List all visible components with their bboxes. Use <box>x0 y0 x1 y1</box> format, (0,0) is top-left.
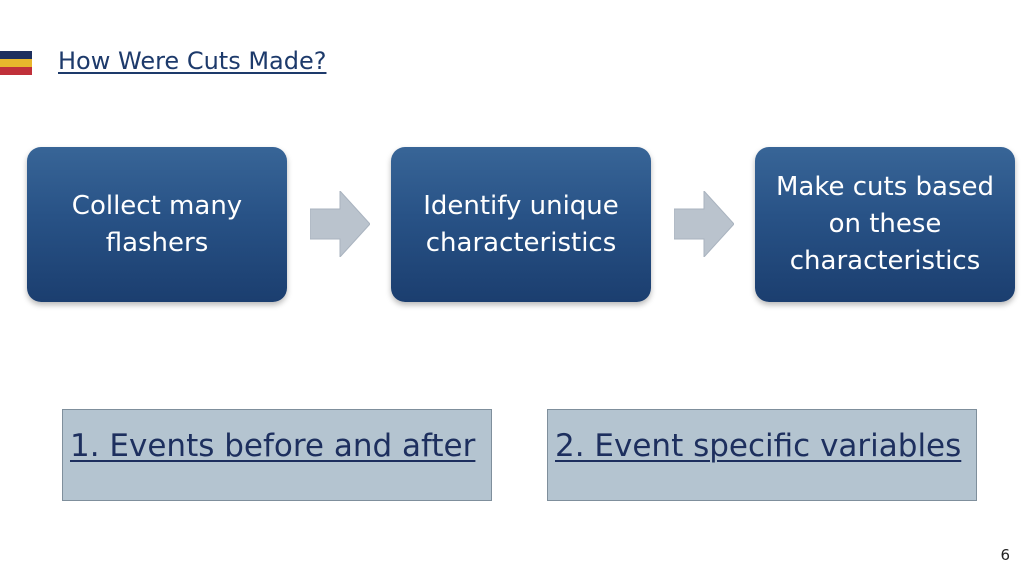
flow-step-label: Identify unique characteristics <box>423 190 619 258</box>
flag-logo <box>0 51 32 75</box>
right-arrow-icon <box>310 191 370 257</box>
criteria-box-event-specific: 2. Event specific variables <box>547 409 977 501</box>
criteria-label[interactable]: 2. Event specific variables <box>555 428 962 464</box>
flow-step-make-cuts: Make cuts based on these characteristics <box>755 147 1015 302</box>
flow-step-label: Collect many flashers <box>71 190 243 258</box>
criteria-box-events-before-after: 1. Events before and after <box>62 409 492 501</box>
criteria-label[interactable]: 1. Events before and after <box>70 428 476 464</box>
page-number: 6 <box>1000 546 1010 564</box>
right-arrow-icon <box>674 191 734 257</box>
slide-title: How Were Cuts Made? <box>58 47 327 75</box>
flow-step-identify: Identify unique characteristics <box>391 147 651 302</box>
flow-step-label: Make cuts based on these characteristics <box>775 172 995 276</box>
flow-step-collect: Collect many flashers <box>27 147 287 302</box>
